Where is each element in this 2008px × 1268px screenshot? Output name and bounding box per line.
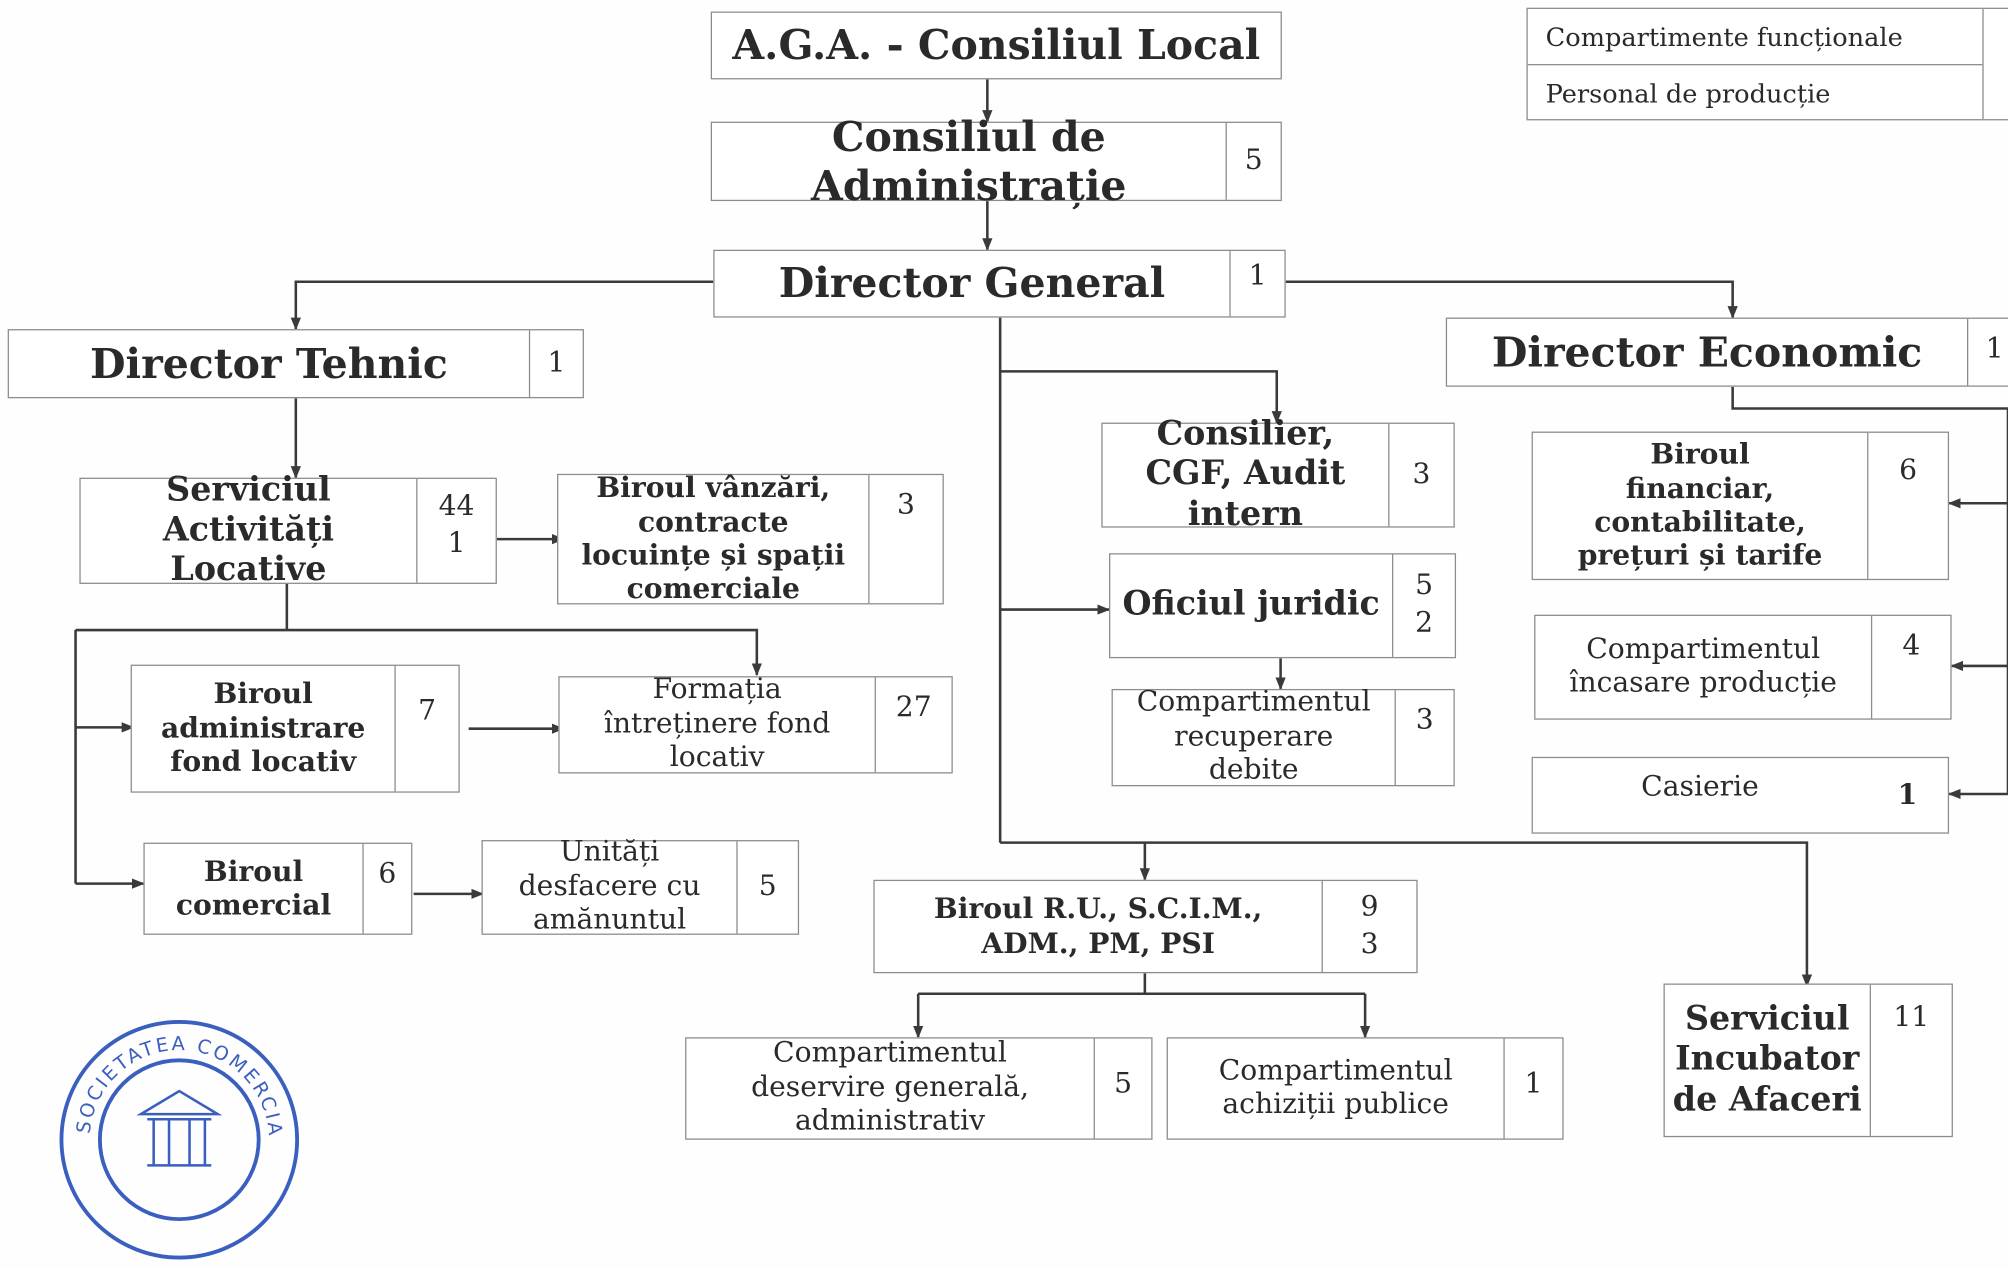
recuperare-debite-box: Compartimentul recuperare debite 3 [1111,686,1455,787]
consiliu-admin-box: Consiliul de Administrație 5 [710,112,1282,211]
biroul-ru-count2: 3 [1360,927,1379,960]
biroul-ru-count: 9 [1360,891,1379,924]
incasare-productie-box: Compartimentul încasare producție 4 [1534,614,1952,720]
consilier-cgf-box: Consilier, CGF, Audit intern 3 [1101,415,1455,534]
biroul-comercial-count: 6 [362,843,411,934]
biroul-comercial-label: Biroul comercial [175,854,332,923]
serviciul-activitati-label: Serviciul Activități Locative [162,470,334,590]
legend-functional-label: Compartimente funcționale [1527,9,1983,66]
director-economic-box: Director Economic 1 [1445,317,2008,387]
casierie-count: 1 [1897,778,1918,812]
director-tehnic-label: Director Tehnic [90,339,448,388]
unitati-desfacere-label: Unități desfacere cu amănuntul [518,836,701,937]
director-economic-count: 1 [1967,318,2008,386]
incasare-productie-count: 4 [1870,615,1950,719]
connector-lines [74,79,2008,1039]
biroul-ru-label: Biroul R.U., S.C.I.M., ADM., PM, PSI [933,892,1263,960]
director-economic-label: Director Economic [1491,327,1923,377]
casierie-label: Casierie [1641,770,1759,803]
incasare-productie-label: Compartimentul încasare producție [1569,633,1837,700]
serviciul-activitati-counts: 44 1 [416,478,495,583]
director-general-count: 1 [1229,250,1284,317]
biroul-administrare-label: Biroul administrare fond locativ [160,677,366,779]
serviciul-activitati-box: Serviciul Activități Locative 44 1 [79,470,497,590]
casierie-box: Casierie 1 [1531,756,1950,834]
legend: Compartimente funcționale Personal de pr… [1526,7,2008,121]
biroul-administrare-box: Biroul administrare fond locativ 7 [130,664,460,793]
oficiul-juridic-box: Oficiul juridic 5 2 [1108,553,1457,659]
oficiul-juridic-count: 5 [1415,570,1433,603]
consiliu-admin-count: 5 [1225,122,1281,200]
achizitii-publice-count: 1 [1503,1038,1562,1139]
biroul-ru-counts: 9 3 [1321,881,1417,972]
incubator-afaceri-label: Serviciul Incubator de Afaceri [1672,1000,1862,1119]
oficiul-juridic-label: Oficiul juridic [1122,585,1380,625]
biroul-financiar-label: Biroul financiar, contabilitate, prețuri… [1577,438,1823,573]
formatia-intretinere-count: 27 [874,677,952,773]
consilier-cgf-count: 3 [1388,423,1453,527]
consiliu-admin-label: Consiliul de Administrație [811,112,1127,211]
director-general-label: Director General [778,259,1166,308]
aga-box: A.G.A. - Consiliul Local [710,11,1282,80]
biroul-comercial-box: Biroul comercial 6 [143,842,413,935]
consilier-cgf-label: Consilier, CGF, Audit intern [1145,415,1346,534]
org-chart: Compartimente funcționale Personal de pr… [7,7,2008,1260]
incubator-afaceri-box: Serviciul Incubator de Afaceri 11 [1663,983,1953,1138]
biroul-vanzari-box: Biroul vânzări, contracte locuințe și sp… [557,471,944,607]
director-tehnic-count: 1 [528,330,583,397]
unitati-desfacere-count: 5 [736,841,797,934]
biroul-administrare-count: 7 [394,665,458,792]
biroul-vanzari-count: 3 [868,475,942,604]
serviciul-activitati-count2: 1 [447,527,466,560]
legend-divider [1982,8,1984,120]
company-stamp: SOCIETATEA COMERCIALĂ [51,1012,300,1260]
serviciul-activitati-count: 44 [438,490,475,523]
legend-production-label: Personal de producție [1545,78,1831,109]
deservire-generala-box: Compartimentul deservire generală, admin… [685,1037,1153,1140]
biroul-ru-box: Biroul R.U., S.C.I.M., ADM., PM, PSI 9 3 [873,879,1418,974]
deservire-generala-count: 5 [1093,1038,1152,1139]
incubator-afaceri-count: 11 [1869,984,1952,1136]
aga-label: A.G.A. - Consiliul Local [732,20,1261,70]
formatia-intretinere-label: Formația întreținere fond locativ [603,674,831,774]
biroul-vanzari-label: Biroul vânzări, contracte locuințe și sp… [581,471,846,607]
achizitii-publice-box: Compartimentul achiziții publice 1 [1166,1037,1564,1140]
oficiul-juridic-counts: 5 2 [1392,554,1455,657]
biroul-financiar-box: Biroul financiar, contabilitate, prețuri… [1531,431,1950,581]
building-icon [136,1089,223,1167]
formatia-intretinere-box: Formația întreținere fond locativ 27 [558,674,953,774]
recuperare-debite-count: 3 [1394,690,1454,786]
director-tehnic-box: Director Tehnic 1 [7,329,584,399]
biroul-financiar-count: 6 [1867,432,1948,579]
achizitii-publice-label: Compartimentul achiziții publice [1218,1054,1453,1121]
deservire-generala-label: Compartimentul deservire generală, admin… [751,1037,1029,1138]
unitati-desfacere-box: Unități desfacere cu amănuntul 5 [481,836,800,937]
oficiul-juridic-count2: 2 [1415,607,1433,640]
director-general-box: Director General 1 [713,249,1286,318]
recuperare-debite-label: Compartimentul recuperare debite [1136,686,1371,787]
